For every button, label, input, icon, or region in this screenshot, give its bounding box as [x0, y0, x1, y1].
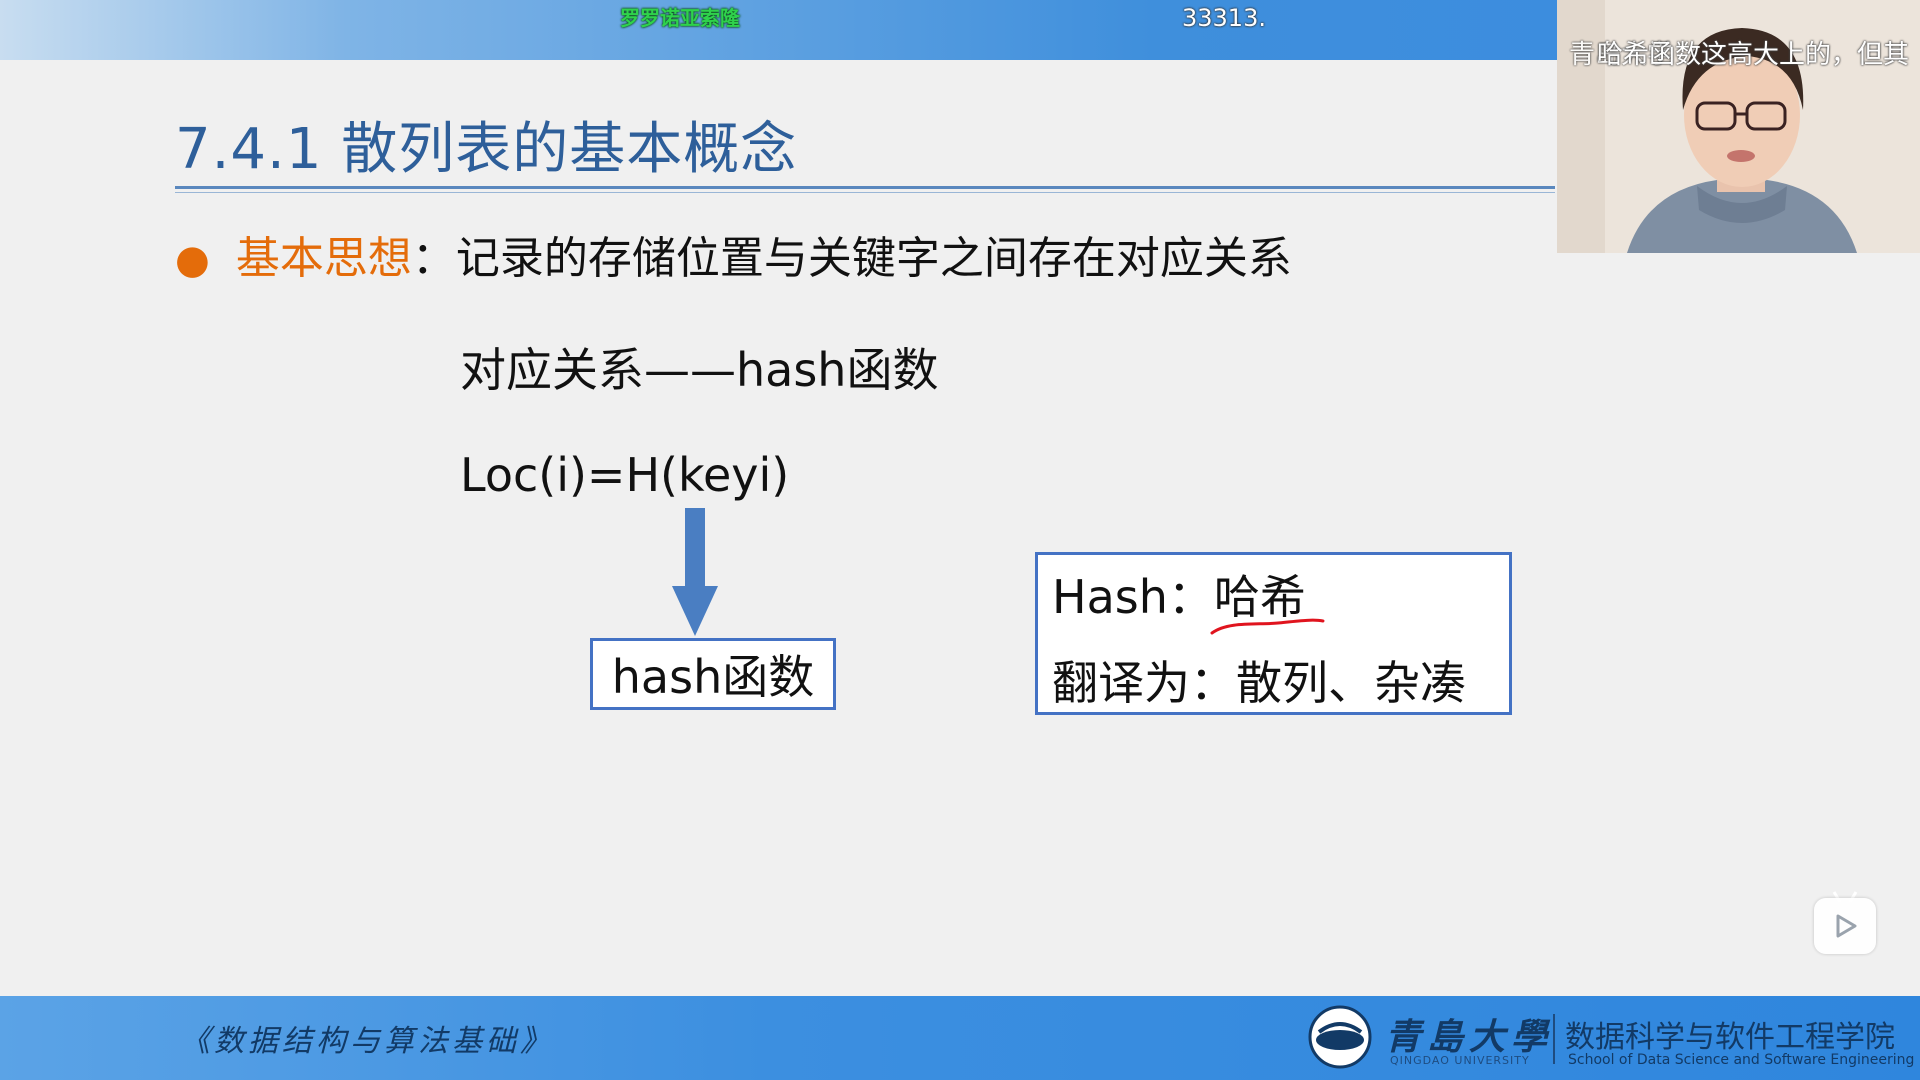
university-emblem-icon — [1308, 1005, 1372, 1069]
university-name-en: QINGDAO UNIVERSITY — [1390, 1054, 1530, 1067]
bullet-point: ● 基本思想：记录的存储位置与关键字之间存在对应关系 — [175, 222, 1292, 286]
course-title: 《数据结构与算法基础》 — [180, 1024, 554, 1059]
bullet-icon: ● — [175, 237, 210, 283]
danmaku-comment: 哈希函数这高大上的，但其 — [1597, 40, 1910, 70]
red-underline-annotation — [1210, 618, 1325, 635]
hash-term-label: Hash： — [1052, 570, 1214, 624]
bullet-text: ：记录的存储位置与关键字之间存在对应关系 — [411, 233, 1292, 284]
footer-banner: 《数据结构与算法基础》 青島大學 QINGDAO UNIVERSITY 数据科学… — [0, 996, 1920, 1080]
webcam-overlay: 青岛大学 哈希函数这高大上的，但其 — [1557, 0, 1920, 253]
down-arrow-icon — [672, 508, 718, 636]
play-icon — [1836, 914, 1857, 938]
relation-line: 对应关系——hash函数 — [460, 343, 939, 397]
hash-formula: Loc(i)=H(keyi) — [460, 448, 790, 502]
hash-term-row: Hash：哈希 — [1052, 561, 1306, 627]
danmaku-comment: 青岛大学 — [1569, 40, 1674, 70]
school-name: 数据科学与软件工程学院 — [1565, 1020, 1895, 1055]
play-button[interactable] — [1814, 898, 1876, 954]
translation-box: Hash：哈希 翻译为：散列、杂凑 — [1035, 552, 1512, 715]
bullet-keyword: 基本思想 — [235, 233, 412, 284]
hash-function-label: hash函数 — [611, 650, 815, 704]
danmaku-comment: 33313. — [1182, 4, 1266, 32]
school-name-en: School of Data Science and Software Engi… — [1568, 1052, 1915, 1068]
hash-term-translation: 哈希 — [1213, 570, 1306, 624]
presenter-video — [1557, 0, 1920, 253]
title-divider-thin — [175, 192, 1555, 193]
university-name: 青島大學 — [1385, 1016, 1554, 1058]
hash-function-box: hash函数 — [590, 638, 836, 710]
logo-divider — [1553, 1014, 1555, 1064]
title-divider — [175, 186, 1555, 189]
danmaku-comment: 罗罗诺亚索隆 — [620, 6, 740, 30]
translation-row: 翻译为：散列、杂凑 — [1052, 656, 1466, 710]
slide-title: 7.4.1 散列表的基本概念 — [175, 117, 798, 182]
